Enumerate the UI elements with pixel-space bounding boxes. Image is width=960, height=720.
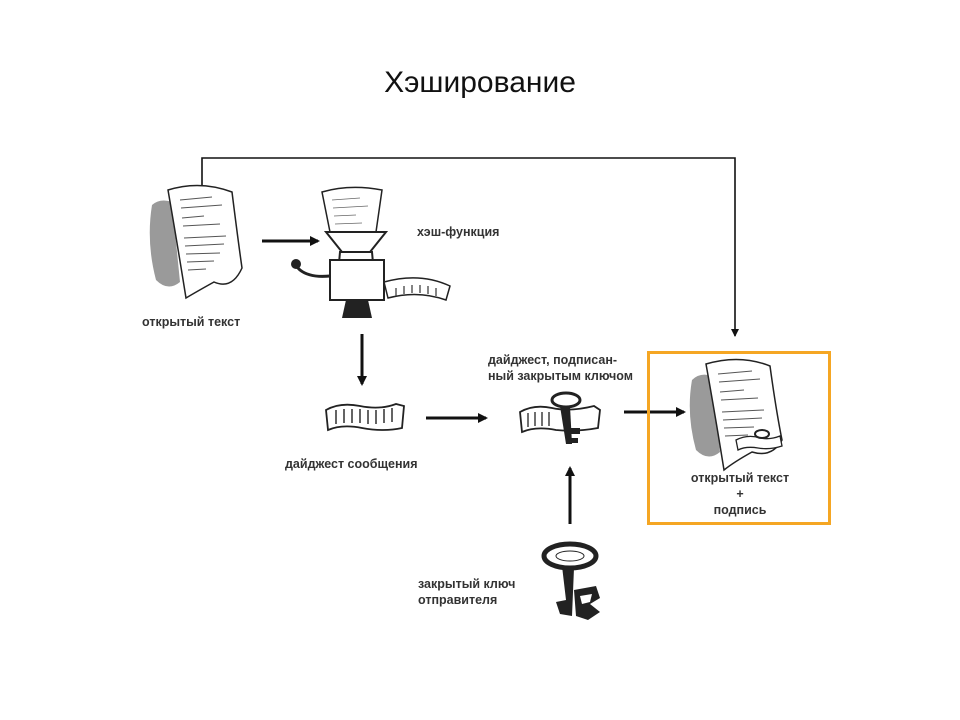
document-icon — [149, 184, 243, 300]
private-key-label: закрытый ключ отправителя — [418, 576, 515, 608]
hash-function-label: хэш-функция — [417, 225, 500, 239]
private-key-label-line2: отправителя — [418, 593, 498, 607]
signed-digest-label-line1: дайджест, подписан- — [488, 353, 618, 367]
private-key-label-line1: закрытый ключ — [418, 577, 516, 591]
meat-grinder-icon — [291, 186, 451, 318]
result-label: открытый текст + подпись — [672, 470, 808, 518]
result-label-line2: + — [736, 487, 744, 501]
result-label-line3: подпись — [713, 503, 767, 517]
signed-digest-icon — [519, 391, 601, 444]
message-digest-label: дайджест сообщения — [285, 457, 418, 471]
signed-digest-label: дайджест, подписан- ный закрытым ключом — [488, 352, 633, 384]
bypass-connector — [201, 157, 739, 337]
result-label-line1: открытый текст — [690, 471, 790, 485]
key-icon — [541, 541, 600, 620]
plain-text-label: открытый текст — [142, 315, 241, 329]
signed-document-icon — [689, 358, 783, 472]
result-highlight-frame — [647, 351, 831, 525]
digest-ribbon-icon — [325, 403, 405, 432]
signed-digest-label-line2: ный закрытым ключом — [488, 369, 633, 383]
slide-title: Хэширование — [384, 66, 576, 99]
